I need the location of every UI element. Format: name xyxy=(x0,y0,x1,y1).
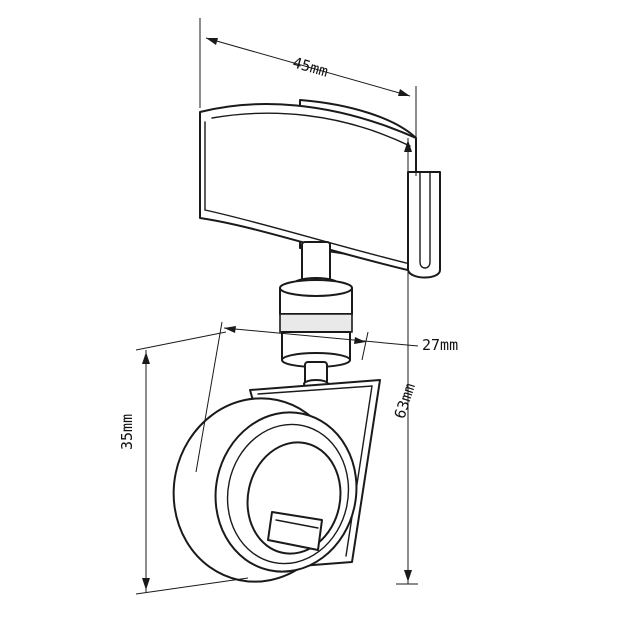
swivel-connector xyxy=(279,241,353,389)
dimension-label-45mm: 45mm xyxy=(290,53,330,80)
ring-clamp xyxy=(172,379,381,583)
dimension-label-27mm: 27mm xyxy=(422,336,458,354)
dimension-height-ring: 35mm xyxy=(118,331,249,595)
sign-clip-holder xyxy=(199,99,441,279)
dimension-label-35mm: 35mm xyxy=(118,414,136,450)
dimension-width-ring: 27mm xyxy=(195,321,458,473)
dimension-label-63mm: 63mm xyxy=(391,381,419,421)
